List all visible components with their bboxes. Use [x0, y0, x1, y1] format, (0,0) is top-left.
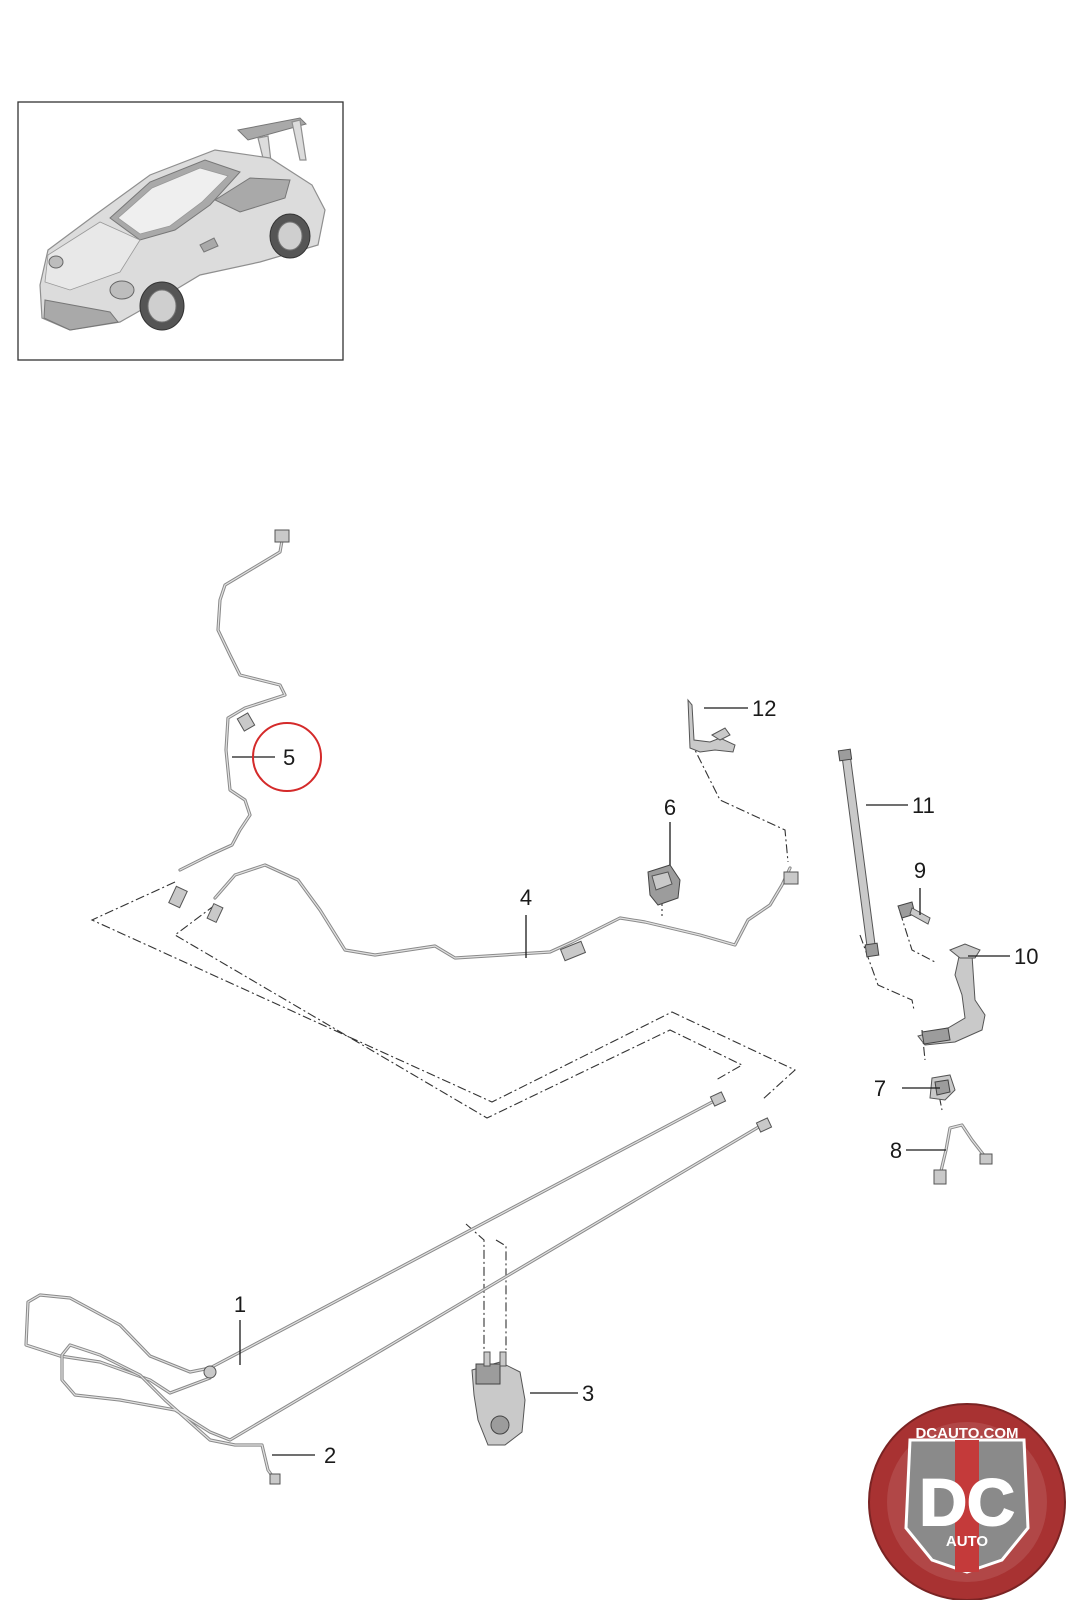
highlight-circle: [252, 722, 322, 792]
callout-3: 3: [582, 1381, 594, 1406]
callout-labels: 1 2 3 4 5 6 7 8 9 10 11 12: [234, 696, 1039, 1468]
logo-top-text: DCAUTO.COM: [915, 1425, 1018, 1442]
callout-11: 11: [912, 793, 935, 818]
brake-lines: [24, 533, 988, 1482]
callout-12: 12: [752, 696, 776, 721]
callout-2: 2: [324, 1443, 336, 1468]
logo-bottom-text: AUTO: [946, 1533, 989, 1550]
leader-lines: [232, 707, 1010, 1456]
callout-7: 7: [874, 1076, 886, 1101]
part-3-housing: [471, 1351, 526, 1446]
fitting: [709, 1091, 727, 1107]
dcauto-logo: DCAUTO.COM DC AUTO: [868, 1403, 1066, 1600]
part-12-bracket: [687, 698, 736, 753]
assembly-lines: [90, 739, 943, 1350]
fittings: [168, 529, 993, 1485]
fitting: [559, 940, 587, 962]
vehicle-thumbnail: [17, 101, 344, 361]
fitting: [168, 885, 188, 909]
fitting: [783, 871, 799, 885]
part-9-bolt: [897, 901, 931, 925]
fitting: [236, 712, 256, 732]
callout-6: 6: [664, 795, 676, 820]
fitting: [269, 1473, 281, 1485]
fitting: [755, 1117, 773, 1133]
part-11-rod: [837, 748, 880, 958]
callout-10: 10: [1014, 944, 1038, 969]
callout-8: 8: [890, 1138, 902, 1163]
fitting: [206, 902, 224, 924]
part-6-clip: [647, 864, 681, 906]
fitting: [979, 1153, 993, 1165]
logo-initials: DC: [919, 1465, 1014, 1539]
car-illustration: [39, 117, 326, 331]
part-10-bracket: [917, 943, 986, 1046]
callout-1: 1: [234, 1292, 246, 1317]
callout-4: 4: [520, 885, 532, 910]
callout-5: 5: [283, 745, 295, 770]
part-7-clip: [929, 1074, 956, 1101]
callout-9: 9: [914, 858, 926, 883]
fitting: [203, 1365, 217, 1379]
fitting: [933, 1169, 947, 1185]
fitting: [274, 529, 290, 543]
